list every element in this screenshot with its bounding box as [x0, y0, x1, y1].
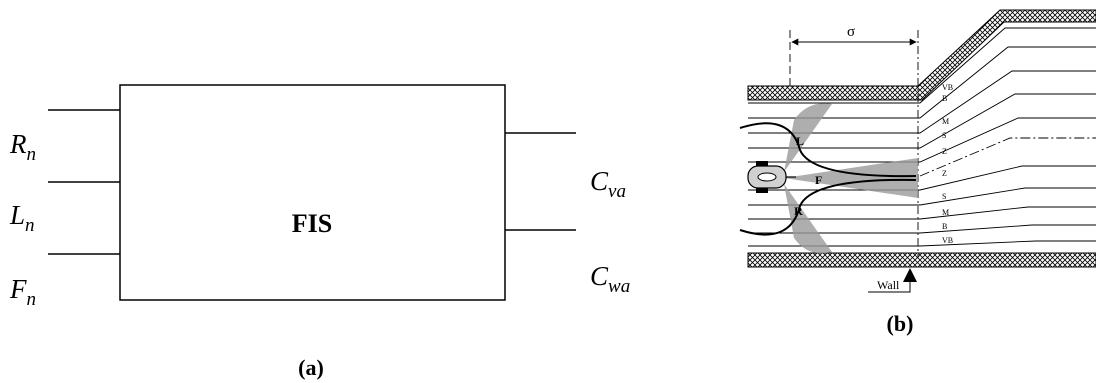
- sensor-beams: [784, 103, 918, 254]
- svg-text:B: B: [942, 94, 947, 103]
- svg-text:M: M: [942, 208, 949, 217]
- svg-text:VB: VB: [942, 83, 953, 92]
- input-label-rn: Rn: [9, 129, 36, 165]
- sensor-label-front: F: [815, 173, 822, 187]
- wall-pointer: Wall: [868, 268, 917, 293]
- output-label-cva: Cva: [590, 166, 626, 202]
- top-wall: [747, 9, 1096, 101]
- input-label-ln: Ln: [9, 200, 35, 236]
- svg-text:M: M: [942, 117, 949, 126]
- sensor-curves: [739, 122, 917, 236]
- bottom-wall: [747, 252, 1096, 268]
- caption-b: (b): [887, 311, 914, 336]
- output-label-cwa: Cwa: [590, 261, 630, 297]
- caption-a: (a): [298, 355, 324, 380]
- center-line: [919, 137, 1096, 177]
- panel-a: FIS Rn Ln Fn Cva Cwa (a): [9, 84, 630, 380]
- svg-text:Z: Z: [942, 169, 947, 178]
- sensor-label-left: L: [796, 134, 804, 148]
- fis-block: [119, 84, 506, 301]
- svg-text:S: S: [942, 192, 946, 201]
- sigma-label: σ: [847, 24, 855, 40]
- svg-text:S: S: [942, 131, 946, 140]
- svg-text:B: B: [942, 222, 947, 231]
- input-label-fn: Fn: [9, 274, 36, 310]
- panel-b: σ L F R VB B M S Z: [739, 9, 1096, 336]
- wall-label: Wall: [877, 278, 900, 292]
- lane-labels-bottom: Z S M B VB: [942, 169, 953, 245]
- robot-icon: [747, 161, 796, 193]
- svg-text:Z: Z: [942, 147, 947, 156]
- fis-label: FIS: [292, 209, 332, 238]
- sensor-label-right: R: [794, 204, 803, 218]
- lane-labels-top: VB B M S Z: [942, 83, 953, 156]
- lane-lines: [748, 27, 1096, 247]
- svg-text:VB: VB: [942, 236, 953, 245]
